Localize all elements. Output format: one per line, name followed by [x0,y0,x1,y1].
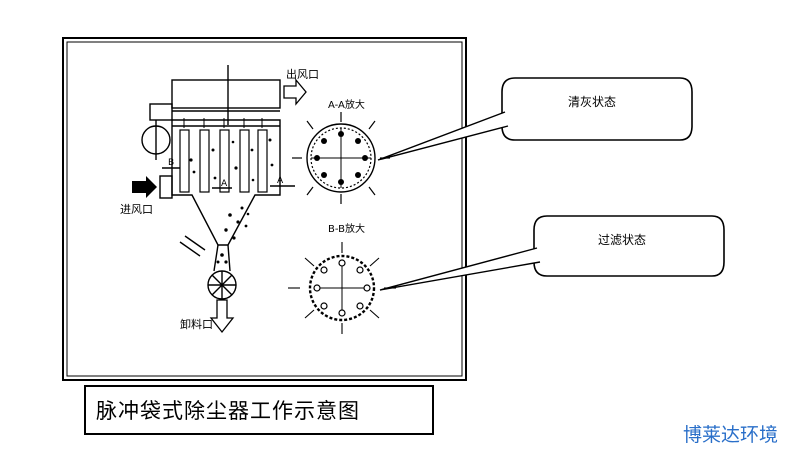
section-b-title: B-B放大 [328,222,365,235]
cleaning-callout: 清灰状态 [377,77,693,161]
dust-particles [189,138,274,264]
section-a-view [292,112,390,204]
caption-box [84,385,434,435]
section-a-marker-left: A [221,179,228,189]
diagram-frame [62,37,467,381]
collector-machine [141,65,295,300]
cleaning-callout-label: 清灰状态 [568,95,616,109]
outlet-label: 出风口 [286,67,319,81]
discharge-arrow [209,299,235,334]
filtering-callout: 过滤状态 [379,215,725,291]
section-b-view [288,242,396,334]
section-a-title: A-A放大 [328,98,365,111]
outlet-arrow [283,78,307,106]
brand-watermark: 博莱达环境 [682,424,778,446]
section-b-marker: B [168,158,174,168]
inlet-arrow [132,176,157,198]
diagram-inner-frame [66,41,463,377]
discharge-label: 卸料口 [180,317,213,331]
section-a-marker-right: A [277,176,284,186]
inlet-label: 进风口 [120,203,153,216]
filtering-callout-label: 过滤状态 [598,233,646,247]
diagram-caption: 脉冲袋式除尘器工作示意图 [96,399,360,423]
